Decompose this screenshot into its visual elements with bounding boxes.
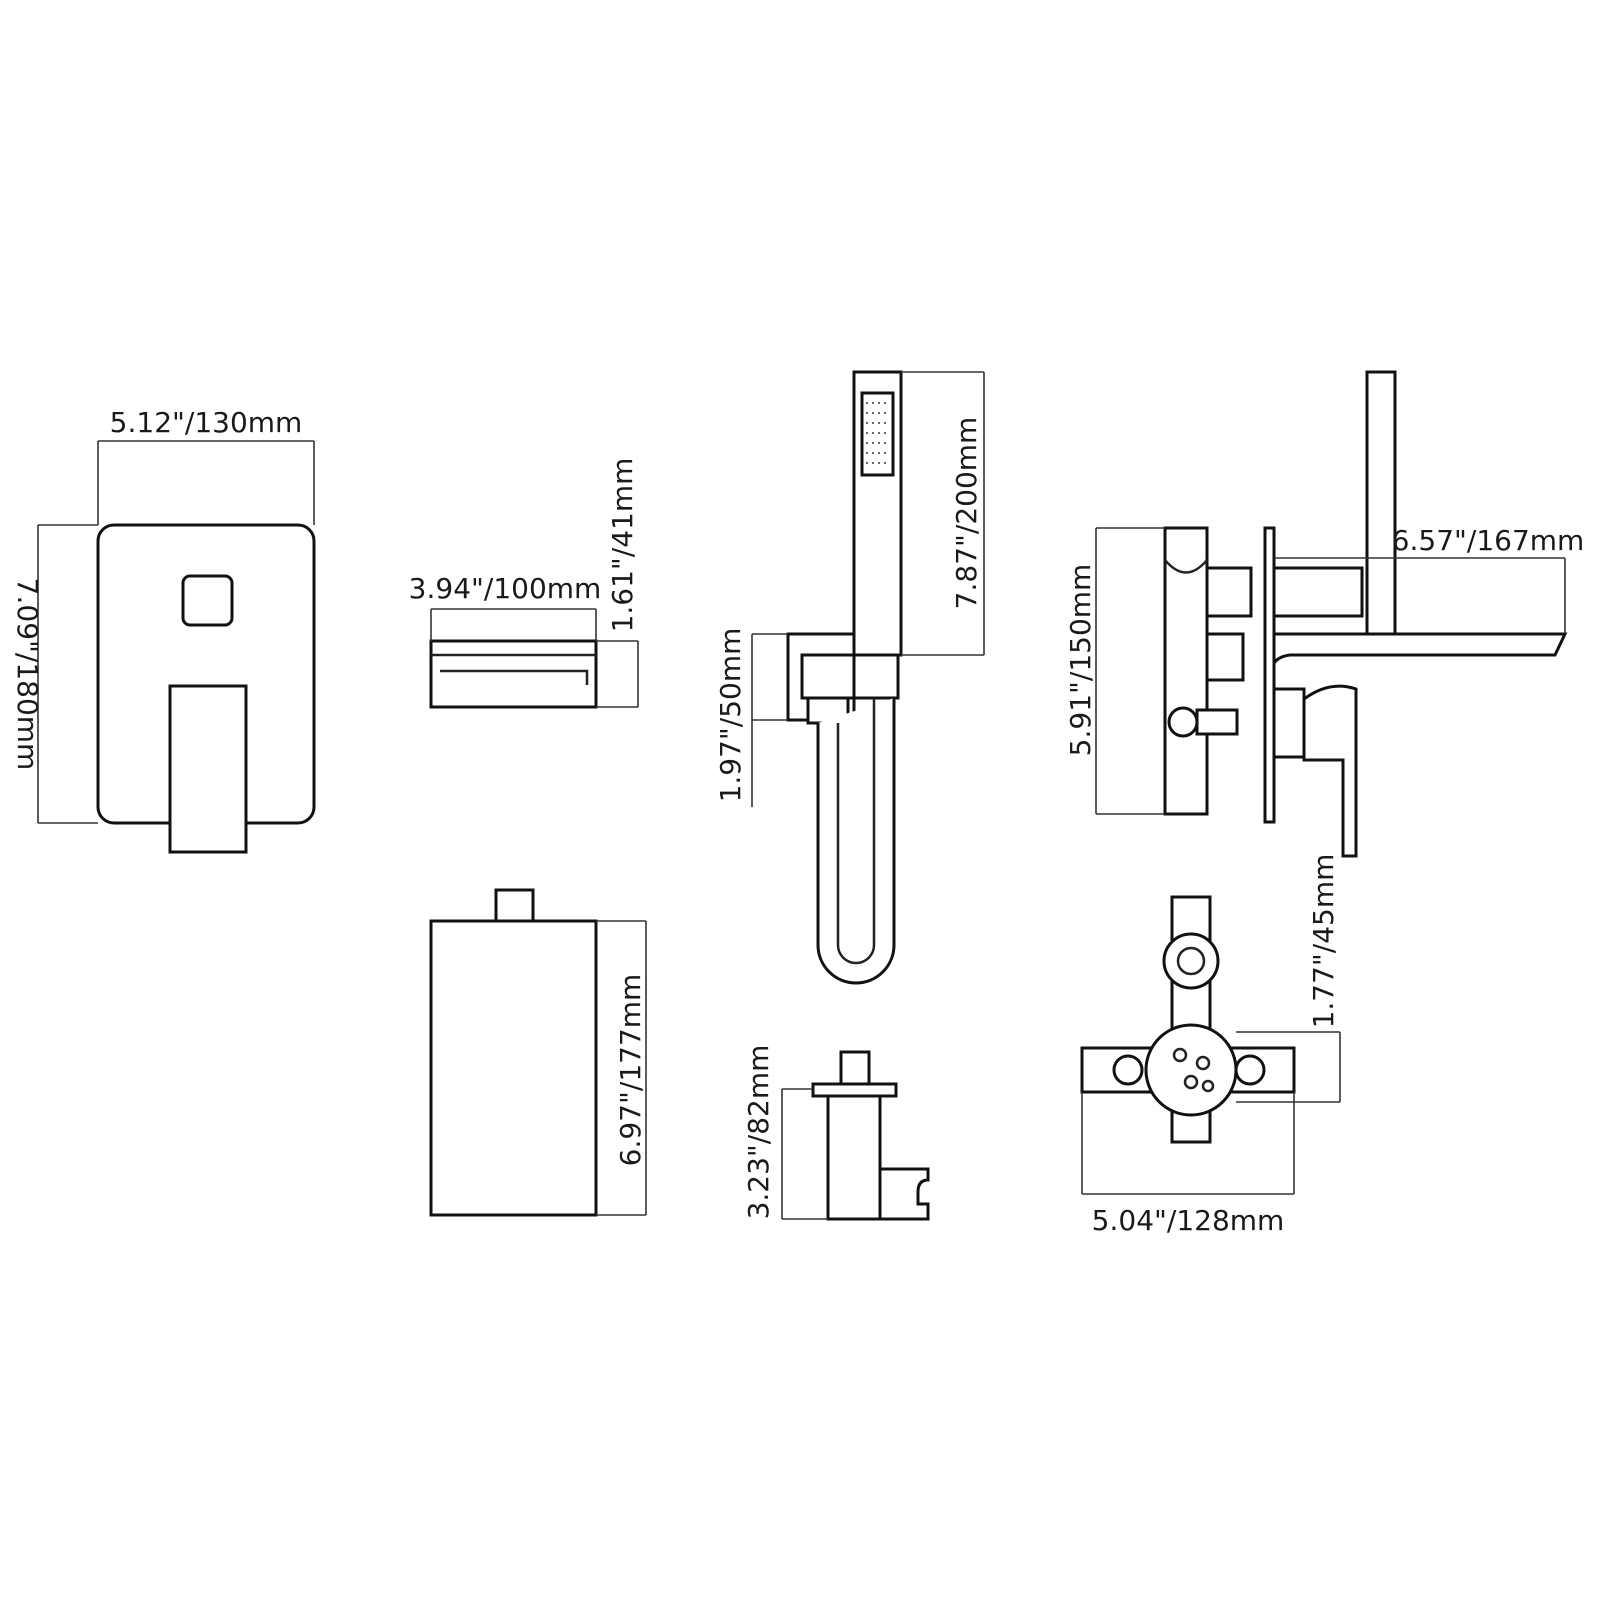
upper-port [1205,566,1253,618]
outlet-thread [839,1050,871,1086]
holder-cradle [800,653,856,700]
trim-plate-front-view: 5.12"/130mm 7.09"/180mm [11,406,316,854]
lever-handle [168,684,248,854]
valve-rough-in-view: 1.77"/45mm 5.04"/128mm [1080,854,1341,1237]
left-inlet-icon [1112,1054,1144,1086]
hand-shower-view: 7.87"/200mm 1.97"/50mm [714,370,985,985]
spout-body [429,919,598,1217]
valve-core [1144,1023,1238,1117]
valve-housing [1163,526,1209,816]
trim-plate-width-label: 5.12"/130mm [110,406,303,439]
wall-outlet-view: 3.23"/82mm [742,1045,930,1221]
valve-width-label: 5.04"/128mm [1092,1204,1285,1237]
holder-height-label: 1.97"/50mm [714,628,747,803]
spout-inlet [494,888,535,924]
spout-top-view: 3.94"/100mm 1.61"/41mm [409,458,639,709]
diverter-button [181,574,234,627]
hose [816,698,896,985]
valve-offset-label: 1.77"/45mm [1307,854,1340,1029]
shower-hook [878,1167,930,1221]
spout-body-height-label: 6.97"/177mm [614,974,647,1167]
middle-port [1205,632,1245,682]
spout-body-view: 6.97"/177mm [429,888,647,1217]
top-outlet-icon [1162,932,1220,990]
spray-face-icon [860,391,895,477]
wall-plate [1263,526,1276,824]
trim-plate-height-label: 7.09"/180mm [11,578,44,771]
handle-lever [1302,684,1358,858]
spout-arm [1268,632,1568,675]
lower-port [1195,708,1239,736]
outlet-body [826,1094,882,1221]
handle-base [1272,687,1306,759]
outlet-flange [811,1082,898,1098]
spout-outline [429,639,598,709]
wall-outlet-height-label: 3.23"/82mm [742,1045,775,1220]
right-inlet-icon [1234,1054,1266,1086]
handle-connector [852,653,900,700]
valve-side-view: 6.57"/167mm 5.91"/150mm [1064,370,1585,858]
spout-width-label: 3.94"/100mm [409,572,602,605]
side-view-height-label: 5.91"/150mm [1064,564,1097,757]
wall-mounted-spout [1365,370,1397,636]
hand-shower-length-label: 7.87"/200mm [950,417,983,610]
spout-height-label: 1.61"/41mm [606,458,639,633]
side-view-depth-label: 6.57"/167mm [1392,524,1585,557]
cartridge-icon [1167,706,1199,738]
outlet-connector [1272,566,1364,618]
